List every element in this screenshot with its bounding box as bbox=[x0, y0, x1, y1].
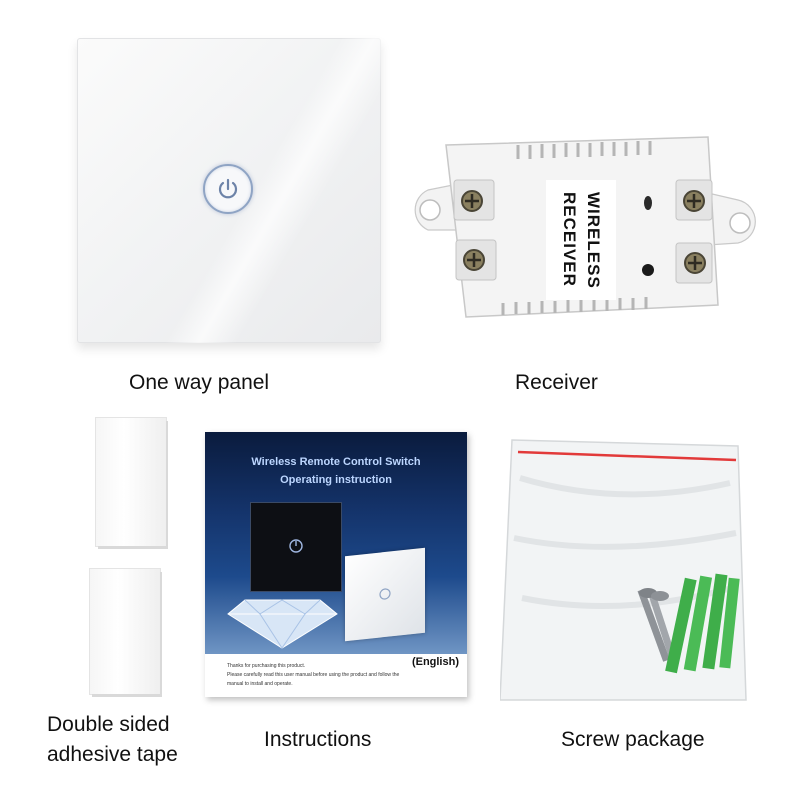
manual-subtitle: Operating instruction bbox=[280, 474, 392, 486]
caption-screw-package: Screw package bbox=[561, 728, 705, 751]
caption-instructions: Instructions bbox=[264, 728, 372, 751]
diamond-icon bbox=[227, 599, 338, 649]
instruction-manual: Wireless Remote Control Switch Operating… bbox=[205, 432, 467, 697]
caption-receiver: Receiver bbox=[515, 371, 598, 394]
adhesive-tape-strip bbox=[96, 418, 166, 546]
caption-one-way-panel: One way panel bbox=[129, 371, 270, 394]
wireless-receiver: WIRELESS RECEIVER bbox=[408, 135, 768, 325]
power-icon bbox=[203, 164, 253, 214]
manual-note: Thanks for purchasing this product. bbox=[227, 663, 306, 669]
manual-title: Wireless Remote Control Switch bbox=[251, 456, 421, 468]
manual-note: manual to install and operate. bbox=[227, 681, 293, 687]
power-icon bbox=[379, 588, 391, 600]
glass-switch-panel bbox=[77, 38, 381, 343]
receiver-label-line2: RECEIVER bbox=[560, 191, 579, 287]
screw-package-bag bbox=[499, 438, 755, 706]
caption-tape-line1: Double sided bbox=[47, 713, 170, 736]
black-switch-panel bbox=[250, 502, 342, 592]
manual-cover: Wireless Remote Control Switch Operating… bbox=[205, 432, 467, 654]
white-switch-panel bbox=[345, 547, 425, 642]
adhesive-tape-strip bbox=[90, 569, 160, 694]
receiver-label-line1: WIRELESS bbox=[584, 191, 603, 289]
caption-tape-line2: adhesive tape bbox=[47, 743, 178, 766]
screw-icon bbox=[461, 190, 706, 274]
manual-language: (English) bbox=[411, 656, 459, 668]
receiver-label: WIRELESS RECEIVER bbox=[546, 180, 616, 300]
wall-anchor-icon bbox=[665, 573, 740, 674]
power-icon bbox=[289, 539, 303, 553]
manual-note: Please carefully read this user manual b… bbox=[227, 672, 400, 678]
